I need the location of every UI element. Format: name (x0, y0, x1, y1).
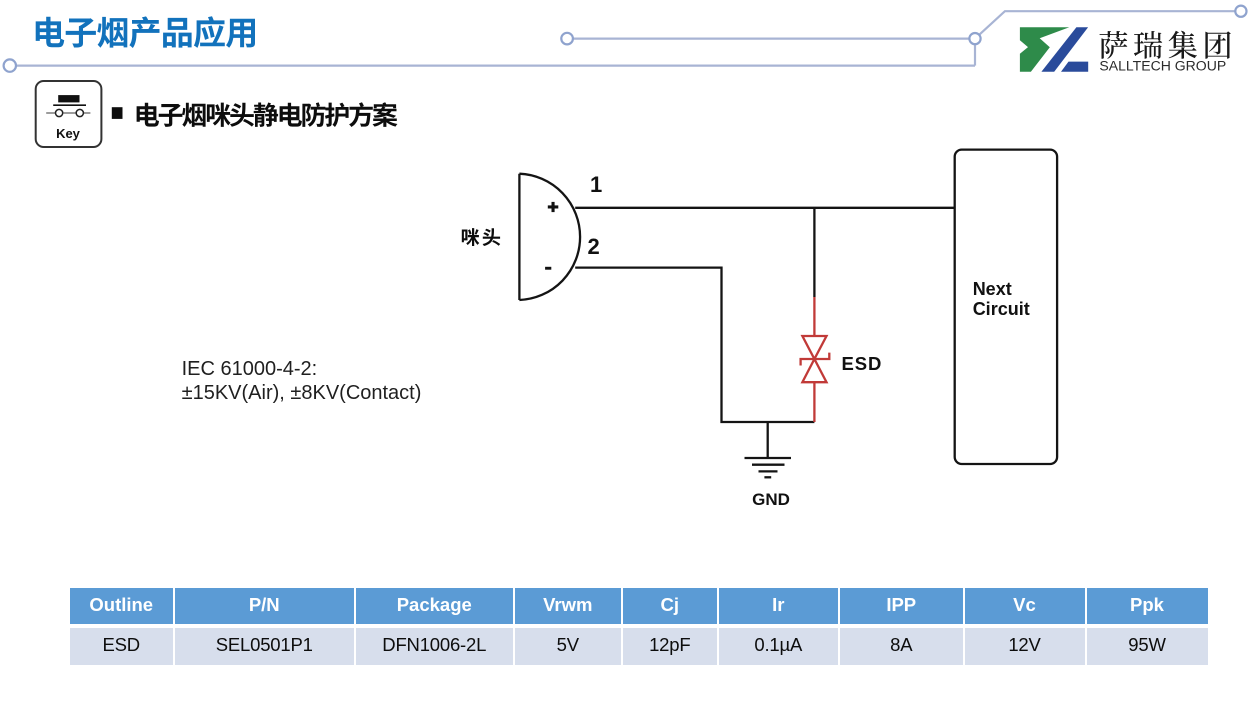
svg-text:SALLTECH GROUP: SALLTECH GROUP (1099, 58, 1226, 73)
